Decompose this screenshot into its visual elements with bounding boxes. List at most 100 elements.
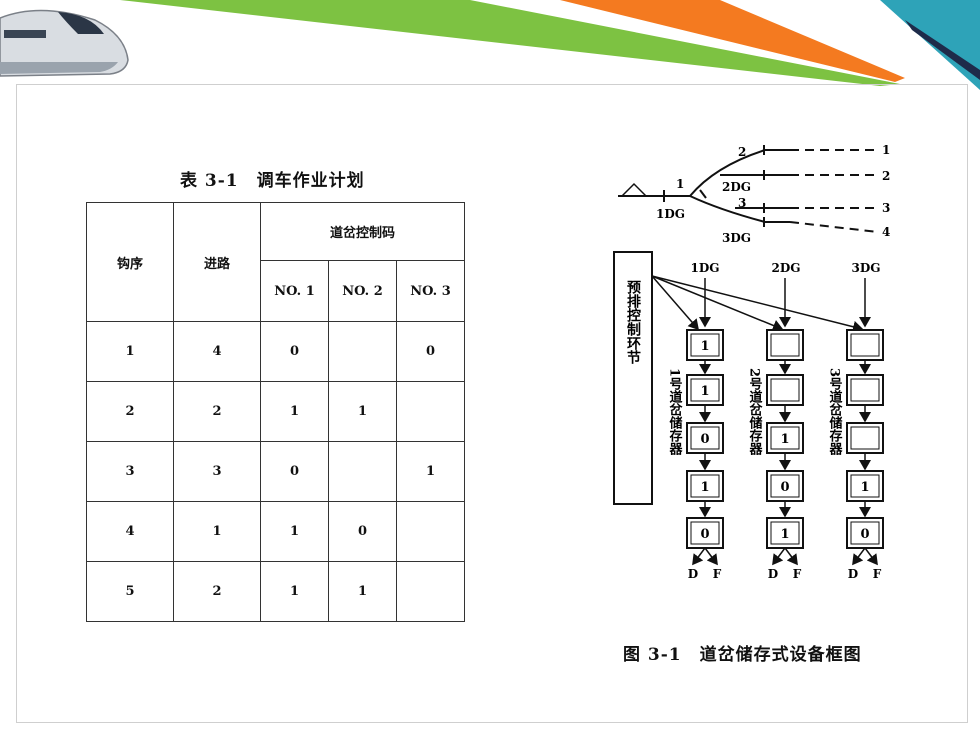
shunting-plan-table: 钩序 进路 道岔控制码 NO. 1 NO. 2 NO. 3 1 4 0 0 2 … xyxy=(86,202,465,622)
control-unit-label: 预排控制环节 xyxy=(625,280,641,365)
register-cell xyxy=(846,422,884,454)
header-no3: NO. 3 xyxy=(396,260,465,322)
cell-hook: 3 xyxy=(86,441,174,502)
figure-caption: 图 3-1 道岔储存式设备框图 xyxy=(623,645,862,665)
output-label-d: D xyxy=(688,567,698,581)
register-cell xyxy=(846,374,884,406)
register-cell xyxy=(766,329,804,361)
register-cell xyxy=(766,374,804,406)
register-inner xyxy=(690,521,720,545)
register-cell xyxy=(686,374,724,406)
cell-no3 xyxy=(396,561,465,622)
cell-no2: 1 xyxy=(328,381,397,442)
cell-no1: 0 xyxy=(260,441,329,502)
register-columns: 1 1 0 1 0D F 1 0 1D F 1 0D F xyxy=(686,278,884,581)
output-label-f: F xyxy=(793,567,802,581)
header-decoration xyxy=(0,0,980,90)
teal-corner xyxy=(880,0,980,90)
column-header-2dg: 2DG xyxy=(771,261,800,275)
table-row: 4 1 1 0 xyxy=(86,501,465,562)
register-inner xyxy=(850,378,880,402)
register-cell xyxy=(766,422,804,454)
register-cell xyxy=(766,517,804,549)
output-arrow-f xyxy=(704,547,718,566)
cell-no1: 1 xyxy=(260,501,329,562)
register-value: 1 xyxy=(860,480,869,495)
train-icon xyxy=(0,9,129,77)
output-label-f: F xyxy=(873,567,882,581)
header-no1: NO. 1 xyxy=(260,260,329,322)
register-value: 1 xyxy=(700,339,709,354)
column-label-2: 2号道岔储存器 xyxy=(747,368,764,456)
cell-no3 xyxy=(396,381,465,442)
table-row: 3 3 0 1 xyxy=(86,441,465,502)
cell-hook: 5 xyxy=(86,561,174,622)
register-value: 0 xyxy=(700,527,709,542)
header-switch-code: 道岔控制码 xyxy=(260,202,465,261)
register-inner xyxy=(850,426,880,450)
orange-stripe xyxy=(560,0,905,82)
control-lines xyxy=(651,275,864,333)
label-switch-2: 2 xyxy=(738,145,746,159)
register-inner xyxy=(850,521,880,545)
register-value: 0 xyxy=(860,527,869,542)
output-arrow-f xyxy=(784,547,798,566)
column-header-3dg: 3DG xyxy=(851,261,880,275)
track-end-2: 2 xyxy=(882,169,890,183)
column-label-3: 3号道岔储存器 xyxy=(827,368,844,456)
register-cell xyxy=(846,517,884,549)
cell-no3 xyxy=(396,501,465,562)
label-3dg: 3DG xyxy=(722,231,751,245)
register-value: 1 xyxy=(700,480,709,495)
content-frame xyxy=(16,84,968,723)
column-header-1dg: 1DG xyxy=(690,261,719,275)
register-inner xyxy=(690,474,720,498)
table-row: 1 4 0 0 xyxy=(86,321,465,382)
track-end-3: 3 xyxy=(882,201,890,215)
cell-no1: 1 xyxy=(260,561,329,622)
header-route: 进路 xyxy=(173,202,261,322)
cell-route: 2 xyxy=(173,561,261,622)
output-arrow-d xyxy=(852,547,866,566)
cell-no1: 1 xyxy=(260,381,329,442)
register-inner xyxy=(690,333,720,357)
track-end-4: 4 xyxy=(882,225,890,239)
output-label-d: D xyxy=(768,567,778,581)
register-value: 1 xyxy=(780,432,789,447)
cell-no1: 0 xyxy=(260,321,329,382)
column-label-1: 1号道岔储存器 xyxy=(667,368,684,456)
register-inner xyxy=(770,521,800,545)
register-value: 1 xyxy=(700,384,709,399)
cell-route: 4 xyxy=(173,321,261,382)
label-switch-1: 1 xyxy=(676,177,684,191)
output-arrow-d xyxy=(692,547,706,566)
track-end-1: 1 xyxy=(882,143,890,157)
cell-no3: 1 xyxy=(396,441,465,502)
output-arrow-d xyxy=(772,547,786,566)
cell-route: 2 xyxy=(173,381,261,442)
label-switch-3: 3 xyxy=(738,196,746,210)
register-cell xyxy=(766,470,804,502)
track-layout xyxy=(618,145,879,233)
green-stripe xyxy=(120,0,900,86)
register-inner xyxy=(770,474,800,498)
output-label-f: F xyxy=(713,567,722,581)
register-value: 0 xyxy=(780,480,789,495)
cell-no2: 1 xyxy=(328,561,397,622)
cell-no2 xyxy=(328,321,397,382)
table-row: 5 2 1 1 xyxy=(86,561,465,622)
cell-hook: 4 xyxy=(86,501,174,562)
output-label-d: D xyxy=(848,567,858,581)
register-inner xyxy=(850,333,880,357)
register-inner xyxy=(690,378,720,402)
register-inner xyxy=(690,426,720,450)
label-1dg: 1DG xyxy=(656,207,685,221)
navy-accent xyxy=(905,20,980,80)
register-inner xyxy=(850,474,880,498)
register-value: 0 xyxy=(700,432,709,447)
register-value: 1 xyxy=(780,527,789,542)
output-arrow-f xyxy=(864,547,878,566)
control-unit-box xyxy=(613,251,653,505)
label-2dg: 2DG xyxy=(722,180,751,194)
